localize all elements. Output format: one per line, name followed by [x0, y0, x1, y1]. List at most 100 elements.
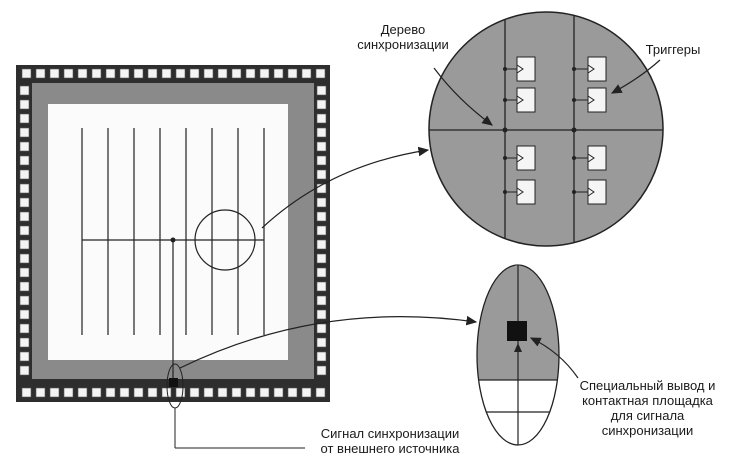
io-pad-68 — [19, 253, 30, 264]
io-pad-85 — [316, 365, 327, 376]
io-pad-67 — [316, 239, 327, 250]
io-pad-78 — [19, 323, 30, 334]
flip-flop-group — [503, 56, 607, 205]
io-pad-47 — [316, 99, 327, 110]
io-pad-20 — [161, 68, 172, 79]
io-pad-8 — [77, 68, 88, 79]
flip-flop-clock-input-0 — [516, 64, 524, 74]
flip-flop-junction-7 — [572, 190, 576, 194]
label-external-clock: Сигнал синхронизации от внешнего источни… — [320, 426, 460, 456]
io-pad-73 — [316, 281, 327, 292]
io-pad-44 — [19, 85, 30, 96]
io-pad-63 — [316, 211, 327, 222]
io-pad-69 — [316, 253, 327, 264]
io-pad-3 — [35, 387, 46, 398]
io-pad-11 — [91, 387, 102, 398]
flip-flop-clock-input-4 — [516, 153, 524, 163]
io-pad-17 — [133, 387, 144, 398]
io-pad-80 — [19, 337, 30, 348]
flip-flop-clock-input-2 — [587, 64, 595, 74]
io-pad-16 — [133, 68, 144, 79]
io-pad-77 — [316, 309, 327, 320]
flip-flop-junction-3 — [572, 98, 576, 102]
io-pad-38 — [287, 68, 298, 79]
flip-flop-junction-6 — [572, 156, 576, 160]
zoom-connector — [261, 146, 430, 229]
io-pads — [19, 68, 327, 398]
io-pad-56 — [19, 169, 30, 180]
special-pin-pointer — [529, 337, 579, 379]
io-pad-26 — [203, 68, 214, 79]
trunk-node — [170, 237, 176, 243]
io-pad-48 — [19, 113, 30, 124]
flip-flop-pointer — [610, 59, 661, 94]
core-area — [48, 104, 288, 360]
io-pad-31 — [231, 387, 242, 398]
flip-flop-clock-input-5 — [516, 187, 524, 197]
chip-die — [16, 65, 330, 449]
io-pad-19 — [147, 387, 158, 398]
io-pad-4 — [49, 68, 60, 79]
io-pad-61 — [316, 197, 327, 208]
io-pad-46 — [19, 99, 30, 110]
zoom-node-right — [571, 127, 577, 133]
io-pad-50 — [19, 127, 30, 138]
io-pad-27 — [203, 387, 214, 398]
io-pad-51 — [316, 127, 327, 138]
io-pad-83 — [316, 351, 327, 362]
clock-tree-pointer — [433, 67, 493, 126]
io-pad-82 — [19, 351, 30, 362]
flip-flop-2 — [587, 56, 607, 82]
io-pad-71 — [316, 267, 327, 278]
io-pad-70 — [19, 267, 30, 278]
flip-flop-clock-input-1 — [516, 95, 524, 105]
io-pad-14 — [119, 68, 130, 79]
oval-arrow — [514, 343, 522, 352]
io-pad-36 — [273, 68, 284, 79]
io-pad-18 — [147, 68, 158, 79]
flip-flop-junction-4 — [503, 156, 507, 160]
io-pad-54 — [19, 155, 30, 166]
io-pad-45 — [316, 85, 327, 96]
io-pad-9 — [77, 387, 88, 398]
io-pad-76 — [19, 309, 30, 320]
io-pad-23 — [175, 387, 186, 398]
flip-flop-4 — [516, 145, 536, 171]
flip-flop-6 — [587, 145, 607, 171]
io-pad-34 — [259, 68, 270, 79]
io-pad-81 — [316, 337, 327, 348]
zoom-node-left — [502, 127, 508, 133]
io-pad-2 — [35, 68, 46, 79]
io-pad-64 — [19, 225, 30, 236]
io-pad-65 — [316, 225, 327, 236]
flip-flop-junction-2 — [572, 67, 576, 71]
io-pad-1 — [21, 387, 32, 398]
io-pad-75 — [316, 295, 327, 306]
label-flip-flops: Триггеры — [645, 42, 701, 57]
io-pad-39 — [287, 387, 298, 398]
io-pad-28 — [217, 68, 228, 79]
io-pad-6 — [63, 68, 74, 79]
flip-flop-1 — [516, 87, 536, 113]
io-pad-49 — [316, 113, 327, 124]
zoom-detail-circle — [428, 11, 664, 247]
io-pad-84 — [19, 365, 30, 376]
io-pad-13 — [105, 387, 116, 398]
flip-flop-5 — [516, 179, 536, 205]
io-pad-7 — [63, 387, 74, 398]
io-pad-72 — [19, 281, 30, 292]
flip-flop-clock-input-3 — [587, 95, 595, 105]
io-pad-79 — [316, 323, 327, 334]
io-pad-62 — [19, 211, 30, 222]
io-pad-30 — [231, 68, 242, 79]
io-pad-15 — [119, 387, 130, 398]
io-pad-5 — [49, 387, 60, 398]
io-pad-60 — [19, 197, 30, 208]
io-pad-74 — [19, 295, 30, 306]
oval-pad-square — [507, 321, 527, 341]
io-pad-52 — [19, 141, 30, 152]
io-pad-55 — [316, 155, 327, 166]
io-pad-41 — [301, 387, 312, 398]
